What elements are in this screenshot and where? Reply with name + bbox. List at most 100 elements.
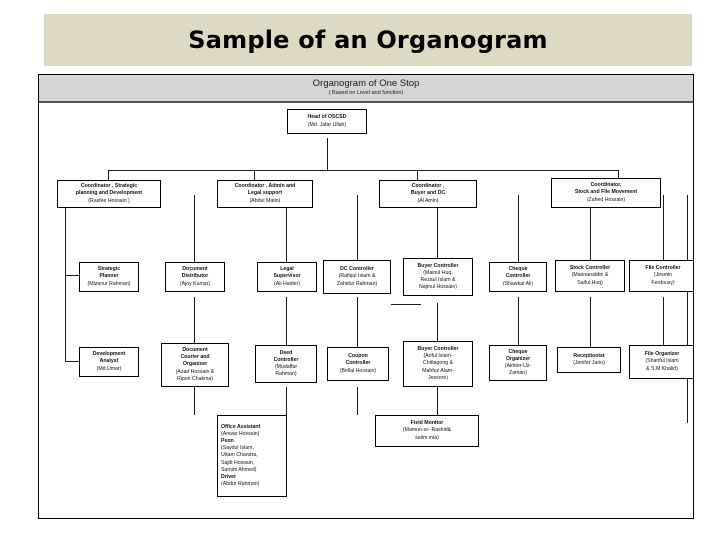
node-role: File Controller <box>645 265 681 272</box>
connector-g5-b <box>437 303 438 361</box>
connector-g3-b <box>286 297 287 361</box>
node-role: Coupon Controller <box>345 353 371 367</box>
node-role: Coordinator, Stock and File Movement <box>574 182 638 196</box>
node-file-organizer[interactable]: File Organizer (Shariful Islam & S.M.Kha… <box>629 345 693 379</box>
node-coordinator-buyer-dc[interactable]: Coordinator , Buyer and DC (Al Amin) <box>379 180 477 208</box>
node-person: (Mudaffar Rahman) <box>274 364 298 378</box>
node-role: Cheque Organizer <box>505 348 531 362</box>
node-person: (Shawkat Ali) <box>502 280 534 287</box>
node-role: Receptionist <box>573 352 605 359</box>
node-cheque-organizer[interactable]: Cheque Organizer (Akhter-Uz- Zaman) <box>489 345 547 381</box>
node-file-controller[interactable]: File Controller (Jesmin Ferdousy) <box>629 260 693 292</box>
connector-g4-a <box>357 195 358 275</box>
node-person: (Abdul Matin) <box>249 197 281 204</box>
page-title: Sample of an Organogram <box>188 26 548 54</box>
node-role: Coordinator , Buyer and DC <box>410 183 446 197</box>
node-coupon-controller[interactable]: Coupon Controller (Bellal Hossain) <box>327 347 389 381</box>
connector-g7-a <box>590 195 591 275</box>
node-role: Deed Controller <box>273 349 299 363</box>
connector-g7-b <box>590 297 591 361</box>
node-field-monitor[interactable]: Field Monitor (Mamun-ur- Rashid& salim m… <box>375 415 479 447</box>
node-buyer-controller-main[interactable]: Buyer Controller (Mainul Huq, Rezaul Isl… <box>403 258 473 296</box>
connector-g4-side <box>391 304 421 305</box>
node-document-distributor[interactable]: Document Distributor (Ajoy Kumar) <box>165 262 225 292</box>
node-person: (Mizanur Rahman) <box>87 280 131 287</box>
node-person: (Al Amin) <box>417 197 439 204</box>
organogram-header-subtitle: ( Based on Level and function) <box>328 90 404 96</box>
node-person: (Bellal Hossain) <box>339 367 377 374</box>
connector-g3-a <box>286 195 287 275</box>
node-cheque-controller[interactable]: Cheque Controller (Shawkat Ali) <box>489 262 547 292</box>
slide-title-banner: Sample of an Organogram <box>44 14 692 66</box>
node-role: Coordinator , Admin and Legal support <box>234 183 296 197</box>
node-role: Buyer Controller <box>417 346 459 353</box>
node-document-courier-organizer[interactable]: Document Courier and Organizer (Azad Hos… <box>161 343 229 387</box>
node-role: Coordinator , Strategic planning and Dev… <box>75 183 143 197</box>
node-person: (Mainul Huq, Rezaul Islam & Najmul Hossa… <box>418 269 458 291</box>
connector-g2-b <box>194 297 195 361</box>
node-development-analyst[interactable]: Development Analyst (Md.Umar) <box>79 347 139 377</box>
node-role: Development Analyst <box>92 351 126 365</box>
node-head[interactable]: Head of OSCSD (Md. Jafar Ullah) <box>287 109 367 134</box>
node-person: (Ajoy Kumar) <box>179 280 211 287</box>
node-strategic-planner[interactable]: Strategic Planner (Mizanur Rahman) <box>79 262 139 292</box>
node-coordinator-admin-legal[interactable]: Coordinator , Admin and Legal support (A… <box>217 180 313 208</box>
node-person: (Ali Haider) <box>274 280 300 287</box>
node-person: (Akhter-Uz- Zaman) <box>504 363 532 377</box>
node-head-person: (Md. Jafar Ullah) <box>307 121 347 128</box>
connector-g4-b <box>357 297 358 361</box>
node-person-office-assistant: (Anwar Hossain) <box>221 430 260 437</box>
node-person: (Rafiqul Islam & Zahidur Rahman) <box>336 273 378 287</box>
node-person: (Jenifer Jarin) <box>573 360 605 366</box>
connector-g3-c <box>286 387 287 415</box>
node-person: (Md.Umar) <box>96 365 122 372</box>
node-coordinator-strategic-planning[interactable]: Coordinator , Strategic planning and Dev… <box>57 180 161 208</box>
node-role: DC Controller <box>340 266 374 273</box>
node-person: (Ariful Islam- Chittagong & Mahfuz Alam-… <box>422 353 454 381</box>
node-coordinator-stock-file[interactable]: Coordinator, Stock and File Movement (Za… <box>551 178 661 208</box>
node-person-driver: (Abdur Rahman) <box>221 481 260 488</box>
node-role-driver: Driver <box>221 473 236 480</box>
connector-drop-coord-4 <box>618 170 619 180</box>
node-dc-controller[interactable]: DC Controller (Rafiqul Islam & Zahidur R… <box>323 260 391 294</box>
organogram-header: Organogram of One Stop ( Based on Level … <box>39 75 693 103</box>
node-head-role: Head of OSCSD <box>307 114 347 121</box>
node-person: (Rasfee Hossain ) <box>88 197 130 204</box>
node-role: Cheque Controller <box>505 266 531 280</box>
node-role-office-assistant: Office Assistant <box>221 423 261 430</box>
connector-g4-c <box>357 387 358 415</box>
node-role: Field Monitor <box>410 420 444 427</box>
connector-g1-spine <box>65 201 66 361</box>
node-person-peon: (Saydul Islam, Uttam Chandra, Sajib Hoss… <box>221 445 258 473</box>
node-person: (Shariful Islam & S.M.Khalid) <box>645 358 679 372</box>
node-person: (Maznaruddin & Saiful Huq) <box>571 272 609 286</box>
connector-drop-coord-1 <box>108 170 109 180</box>
connector-g2-a <box>194 195 195 275</box>
node-office-assistant-peon-driver[interactable]: Office Assistant (Anwar Hossain) Peon (S… <box>217 415 287 497</box>
node-legal-supervisor[interactable]: Legal Supervisor (Ali Haider) <box>257 262 317 292</box>
connector-drop-coord-2 <box>254 170 255 180</box>
node-receptionist[interactable]: Receptionist (Jenifer Jarin) <box>557 347 621 373</box>
connector-drop-coord-3 <box>417 170 418 180</box>
node-role: Buyer Controller <box>417 262 459 269</box>
node-deed-controller[interactable]: Deed Controller (Mudaffar Rahman) <box>255 345 317 383</box>
connector-g2-c <box>194 387 195 415</box>
node-role: Document Distributor <box>181 266 209 280</box>
node-person: (Jesmin Ferdousy) <box>651 272 675 286</box>
node-role-peon: Peon <box>221 438 234 445</box>
connector-g8-right <box>687 195 688 423</box>
node-role: File Organizer <box>644 351 680 358</box>
node-person: (Mamun-ur- Rashid& salim mia) <box>402 427 452 441</box>
node-person: (Azad Hossain & Ripon Chakma) <box>175 368 215 382</box>
connector-g5-a <box>437 195 438 275</box>
organogram-header-title: Organogram of One Stop <box>312 78 420 89</box>
node-role: Strategic Planner <box>97 266 121 280</box>
node-role: Legal Supervisor <box>273 266 301 280</box>
node-stock-controller[interactable]: Stock Controller (Maznaruddin & Saiful H… <box>555 260 625 292</box>
connector-g6-a <box>518 195 519 275</box>
connector-g5-c <box>437 387 438 415</box>
node-buyer-controller-regional[interactable]: Buyer Controller (Ariful Islam- Chittago… <box>403 341 473 387</box>
node-role: Stock Controller <box>569 265 611 272</box>
connector-head-down <box>327 138 328 170</box>
